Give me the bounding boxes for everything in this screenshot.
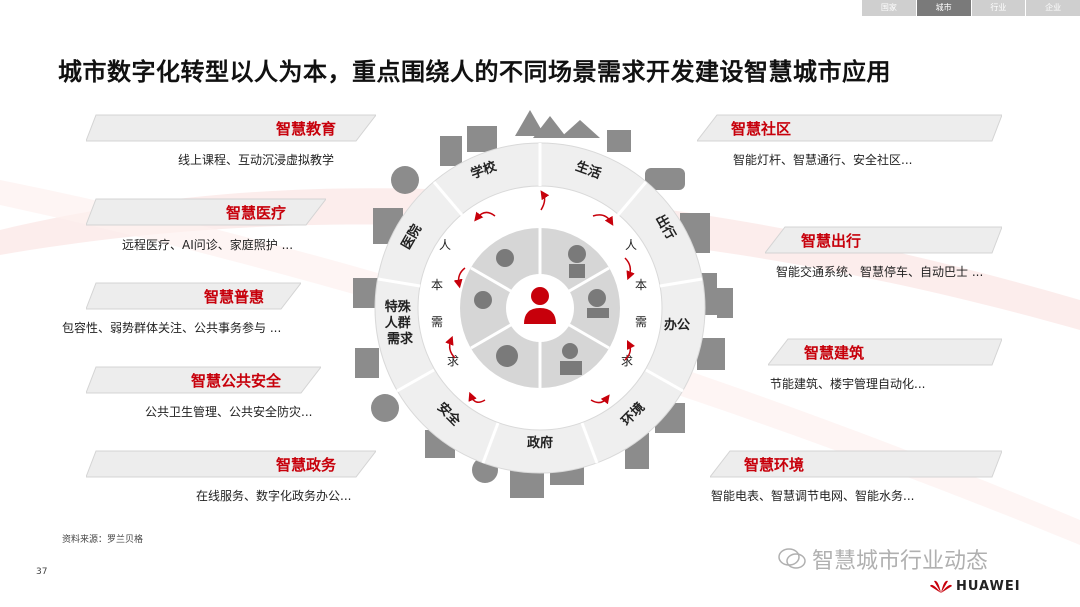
banner-desc: 智能交通系统、智慧停车、自动巴士 ... — [776, 265, 984, 279]
tree-icon — [533, 116, 567, 138]
nav-tab-enterprise[interactable]: 企业 — [1025, 0, 1080, 16]
watermark: 智慧城市行业动态 — [778, 543, 988, 575]
inner-text-right: 需 — [635, 315, 647, 329]
source-footnote: 资料来源：罗兰贝格 — [62, 535, 144, 545]
segment-label-special-groups-line: 特殊 — [385, 299, 412, 315]
banner-title: 智慧环境 — [744, 456, 805, 474]
segment-label-special-groups-line: 人群 — [385, 315, 411, 331]
person-icon — [524, 308, 556, 324]
inner-text-right: 本 — [635, 278, 647, 292]
page-title: 城市数字化转型以人为本，重点围绕人的不同场景需求开发建设智慧城市应用 — [58, 58, 891, 86]
banner-ribbon — [697, 114, 1002, 142]
top-nav: 国家 城市 行业 企业 — [861, 0, 1080, 16]
banner-smart-public-safety: 智慧公共安全 — [86, 365, 321, 395]
school-icon — [467, 126, 497, 152]
banner-ribbon — [86, 114, 376, 142]
graduate-icon — [569, 264, 585, 278]
banner-smart-community: 智慧社区 — [697, 113, 1002, 143]
arrow-icon — [474, 211, 496, 222]
family-icon — [562, 343, 578, 359]
banner-title: 智慧公共安全 — [191, 372, 282, 390]
banner-desc: 公共卫生管理、公共安全防灾... — [145, 405, 313, 419]
banner-smart-government: 智慧政务 — [86, 449, 376, 479]
city-skyline-icons — [353, 110, 733, 498]
banner-ribbon — [765, 226, 1002, 254]
office-icon — [717, 288, 733, 318]
nav-tab-city[interactable]: 城市 — [915, 0, 971, 16]
banner-desc: 远程医疗、AI问诊、家庭照护 ... — [122, 238, 294, 252]
segment-label-special-groups-line: 需求 — [387, 331, 414, 347]
banner-desc: 在线服务、数字化政务办公... — [196, 489, 352, 503]
child-icon — [496, 249, 514, 267]
banner-ribbon — [86, 198, 326, 226]
graduate-icon — [568, 245, 586, 263]
banner-desc: 智能灯杆、智慧通行、安全社区... — [733, 153, 913, 167]
house-roof-icon — [560, 120, 600, 138]
person-icon — [531, 287, 549, 305]
arrow-icon — [592, 214, 614, 226]
worker-icon — [587, 308, 609, 318]
banner-smart-inclusion: 智慧普惠 — [86, 281, 301, 311]
tree-icon — [515, 110, 545, 136]
nav-tab-country[interactable]: 国家 — [861, 0, 916, 16]
arrow-icon — [590, 394, 610, 405]
elderly-icon — [496, 345, 518, 367]
medical-icon — [391, 166, 419, 194]
police-icon — [371, 394, 399, 422]
huawei-flower-icon — [930, 580, 952, 593]
banner-smart-medical: 智慧医疗 — [86, 197, 326, 227]
banner-ribbon — [710, 450, 1002, 478]
worker-icon — [588, 289, 606, 307]
banner-title: 智慧建筑 — [804, 344, 865, 362]
banner-smart-environment: 智慧环境 — [710, 449, 1002, 479]
inner-text-left: 需 — [431, 315, 443, 329]
page-number: 37 — [36, 567, 48, 577]
brand-text: HUAWEI — [956, 578, 1021, 594]
arrow-icon — [624, 339, 636, 361]
car-icon — [645, 168, 685, 190]
arrow-icon — [540, 190, 550, 211]
banner-ribbon — [86, 450, 376, 478]
inner-text-left: 人 — [439, 238, 451, 252]
arrow-icon — [445, 335, 456, 359]
building-icon — [440, 136, 462, 166]
people-centric-wheel: 学校 生活 出行 办公 环境 政府 安全 医院 特殊 人群 需求 — [353, 110, 733, 498]
huawei-logo: HUAWEI — [930, 578, 1021, 594]
inner-text-left: 求 — [447, 354, 459, 368]
inner-text-left: 本 — [431, 278, 443, 292]
banner-smart-education: 智慧教育 — [86, 113, 376, 143]
banner-ribbon — [86, 366, 321, 394]
banner-smart-mobility: 智慧出行 — [765, 225, 1002, 255]
arrow-icon — [468, 391, 486, 403]
banner-desc: 包容性、弱势群体关注、公共事务参与 ... — [62, 321, 282, 335]
banner-desc: 节能建筑、楼宇管理自动化... — [770, 377, 926, 391]
nav-tab-industry[interactable]: 行业 — [970, 0, 1026, 16]
segment-label-office: 办公 — [664, 317, 690, 333]
family-icon — [560, 361, 582, 375]
segment-label-special-groups: 特殊 人群 需求 — [385, 299, 416, 347]
banner-title: 智慧教育 — [276, 120, 337, 138]
banner-title: 智慧政务 — [276, 456, 337, 474]
ring-dividers — [377, 143, 703, 464]
arrow-icon — [453, 267, 466, 289]
wheelchair-user-icon — [355, 348, 379, 378]
banner-smart-building: 智慧建筑 — [768, 337, 1002, 367]
watermark-text: 智慧城市行业动态 — [812, 549, 989, 574]
flow-arrows — [445, 190, 636, 405]
house-icon — [607, 130, 631, 152]
banner-desc: 智能电表、智慧调节电网、智能水务... — [711, 489, 915, 503]
inner-text-right: 人 — [625, 238, 637, 252]
banner-title: 智慧出行 — [801, 232, 862, 250]
banner-title: 智慧医疗 — [226, 204, 287, 222]
segment-label-government: 政府 — [527, 435, 553, 451]
banner-desc: 线上课程、互动沉浸虚拟教学 — [178, 153, 335, 167]
banner-ribbon — [86, 282, 301, 310]
banner-title: 智慧社区 — [731, 120, 792, 138]
wheelchair-icon — [474, 291, 492, 309]
banner-ribbon — [768, 338, 1002, 366]
wechat-icon — [778, 548, 806, 569]
arrow-icon — [624, 257, 635, 281]
banner-title: 智慧普惠 — [204, 288, 265, 306]
inner-text-right: 求 — [621, 354, 633, 368]
